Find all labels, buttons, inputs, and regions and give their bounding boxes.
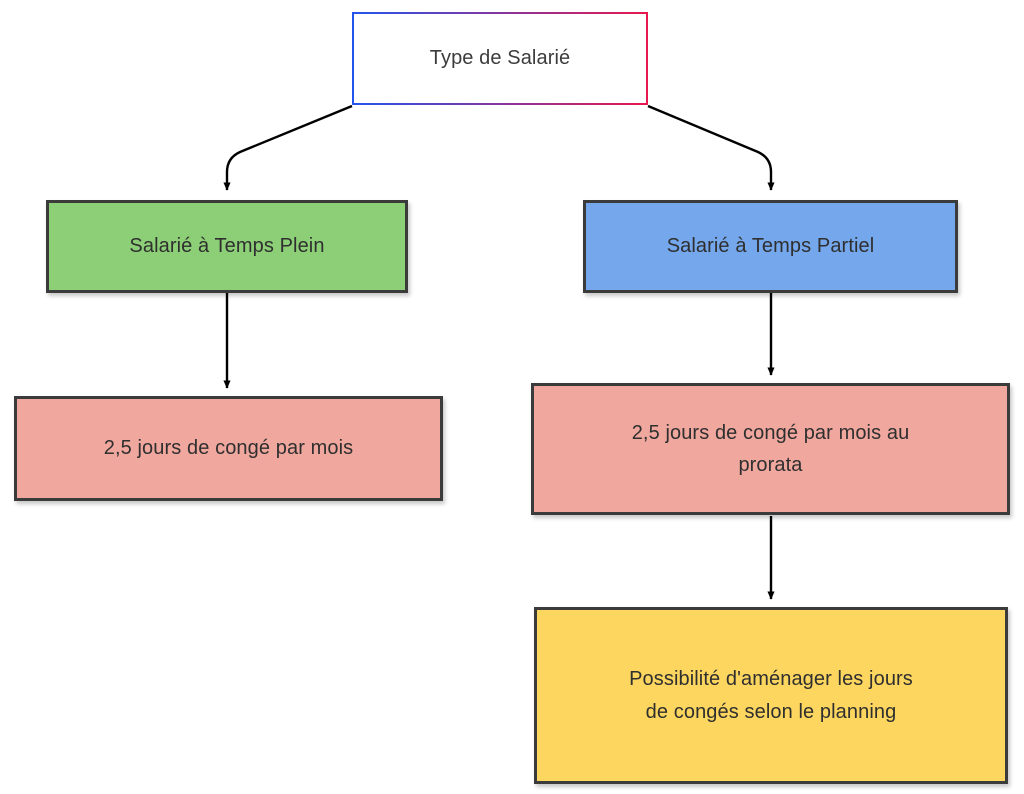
node-type-de-salarie[interactable]: Type de Salarié	[352, 12, 648, 105]
node-label: Salarié à Temps Partiel	[666, 235, 875, 258]
node-label: 2,5 jours de congé par mois au prorata	[631, 421, 910, 476]
node-amenagement-planning[interactable]: Possibilité d'aménager les jours de cong…	[534, 607, 1008, 784]
node-label: Type de Salarié	[429, 47, 571, 70]
node-conges-prorata[interactable]: 2,5 jours de congé par mois au prorata	[531, 383, 1010, 515]
node-label: Possibilité d'aménager les jours de cong…	[629, 668, 913, 723]
node-salarie-temps-plein[interactable]: Salarié à Temps Plein	[46, 200, 408, 293]
node-salarie-temps-partiel[interactable]: Salarié à Temps Partiel	[583, 200, 958, 293]
edge-root-to-temps-partiel	[647, 104, 775, 191]
node-conges-temps-plein[interactable]: 2,5 jours de congé par mois	[14, 396, 443, 501]
node-label: Salarié à Temps Plein	[129, 235, 325, 258]
node-label: 2,5 jours de congé par mois	[103, 437, 354, 460]
edge-root-to-temps-plein	[223, 104, 353, 191]
